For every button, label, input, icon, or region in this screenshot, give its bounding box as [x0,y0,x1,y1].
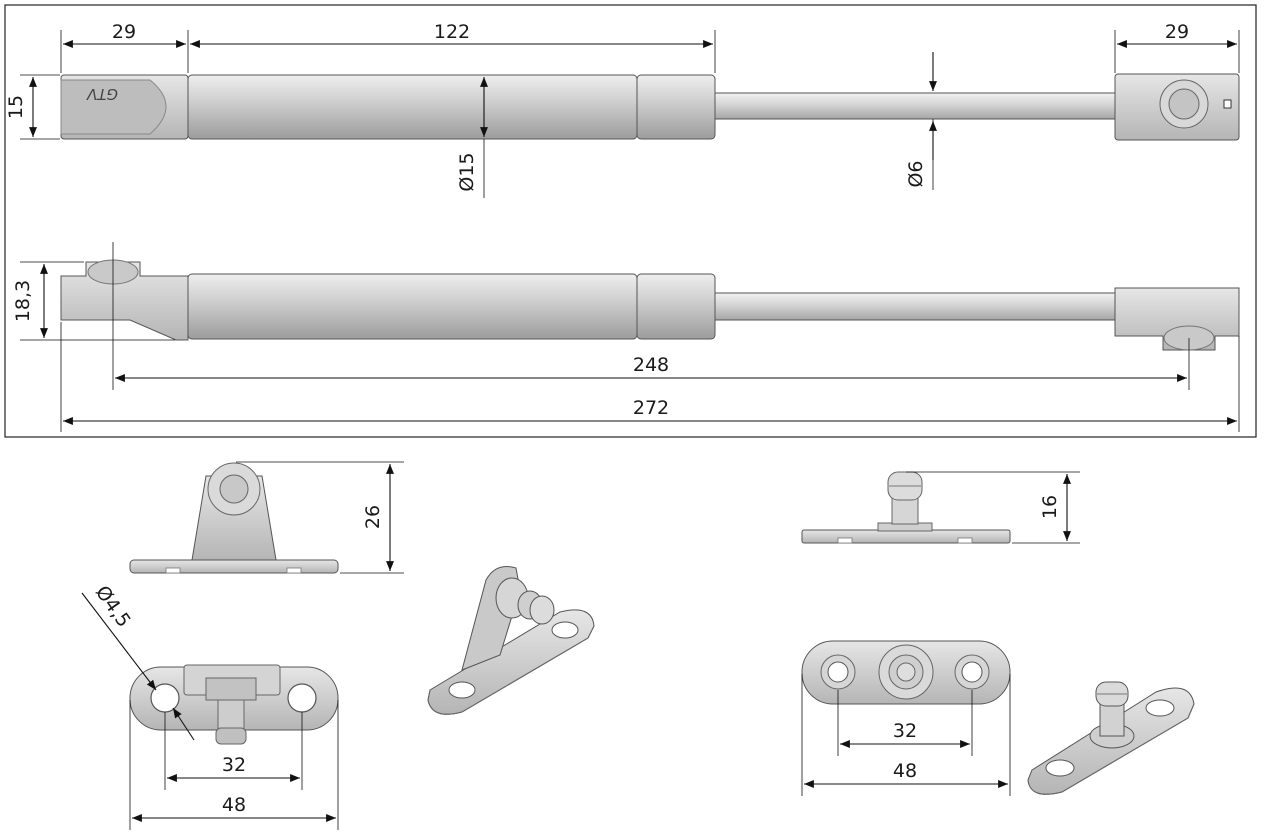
cylinder-body [187,74,638,140]
bracket-b-dims-height: 16 [906,471,1080,544]
dim-rod-diameter: Ø6 [905,160,927,187]
dim-cylinder-length: 122 [434,21,470,43]
socket-ring-inner [1168,88,1200,120]
dim-end-cap-left: 29 [112,21,136,43]
bracket-b-base-front [801,529,1011,544]
bracket-b-iso-view [1027,681,1195,795]
bracket-b-front-view [801,471,1011,544]
end-cap-tongue [60,79,167,135]
piston-rod-side [714,292,1116,321]
bracket-a-dims-height: 26 [236,461,404,574]
bracket-a-base-front [129,559,339,574]
bracket-a-eye-hole [219,474,249,504]
gtv-logo: GTV [85,85,118,103]
dim-overall-length: 272 [633,397,669,419]
dim-bracket-a-base-length: 48 [222,794,246,816]
cylinder-collar-side [636,273,716,340]
bracket-a-iso-view [427,566,595,715]
cylinder-body-side [187,273,638,340]
dim-cylinder-diameter: Ø15 [456,152,478,191]
dim-hole-diameter: Ø4,5 [91,582,135,632]
socket-clip [1223,99,1232,109]
bracket-b-top-view [801,640,1011,705]
dimensions-top-view: 29 122 29 15 Ø15 Ø6 [5,21,1240,198]
dim-bracket-b-base-length: 48 [893,760,917,782]
gas-spring-side-view [60,259,1240,351]
gas-spring-top-view: GTV [60,73,1240,141]
dimensions-side-view: 18,3 248 272 [12,242,1240,432]
dim-bracket-a-height: 26 [362,505,384,529]
cylinder-collar [636,74,716,140]
top-panel-frame [4,4,1257,438]
dim-end-cap-right: 29 [1165,21,1189,43]
bracket-b-dims-top: 32 48 [801,674,1011,796]
bracket-a-front-view [129,462,339,574]
dim-height-15: 15 [5,95,27,119]
dim-mount-span: 248 [633,354,669,376]
dim-bracket-b-hole-spacing: 32 [893,720,917,742]
dim-bracket-a-hole-spacing: 32 [222,754,246,776]
bracket-a-top-view [129,664,339,745]
bracket-a-hole-right [287,683,317,713]
dim-height-18-3: 18,3 [12,280,34,322]
dim-bracket-b-height: 16 [1039,495,1061,519]
piston-rod [714,92,1116,120]
